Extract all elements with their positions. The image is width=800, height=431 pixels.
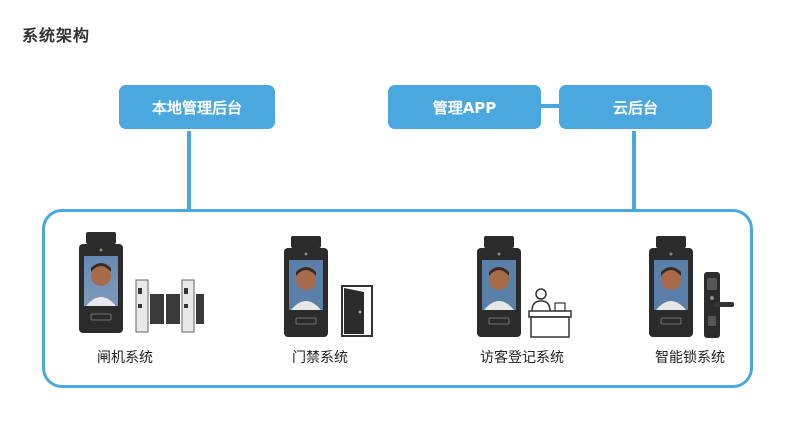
device-label-visitor: 访客登记系统 bbox=[480, 350, 564, 366]
connector-app-to-cloud bbox=[541, 104, 559, 108]
device-label-smart-lock: 智能锁系统 bbox=[655, 350, 725, 366]
connector-cloud-to-container bbox=[632, 131, 636, 211]
face-terminal-2 bbox=[283, 236, 329, 342]
cloud-backend-label: 云后台 bbox=[612, 98, 658, 117]
management-app-box: 管理APP bbox=[388, 85, 541, 129]
local-management-box: 本地管理后台 bbox=[119, 85, 275, 129]
page-title: 系统架构 bbox=[22, 26, 91, 45]
devices-container bbox=[42, 209, 753, 388]
device-label-access-control: 门禁系统 bbox=[292, 350, 348, 366]
local-management-label: 本地管理后台 bbox=[151, 98, 242, 117]
connector-local-to-container bbox=[187, 131, 191, 211]
face-terminal-1 bbox=[78, 232, 124, 338]
reception-desk-icon bbox=[527, 287, 573, 343]
turnstile-icon bbox=[134, 274, 206, 338]
smart-lock-icon bbox=[700, 270, 736, 344]
device-label-turnstile: 闸机系统 bbox=[97, 350, 153, 366]
face-terminal-3 bbox=[476, 236, 522, 342]
face-terminal-4 bbox=[648, 236, 694, 342]
management-app-label: 管理APP bbox=[432, 98, 497, 117]
cloud-backend-box: 云后台 bbox=[559, 85, 712, 129]
door-icon bbox=[340, 284, 374, 342]
